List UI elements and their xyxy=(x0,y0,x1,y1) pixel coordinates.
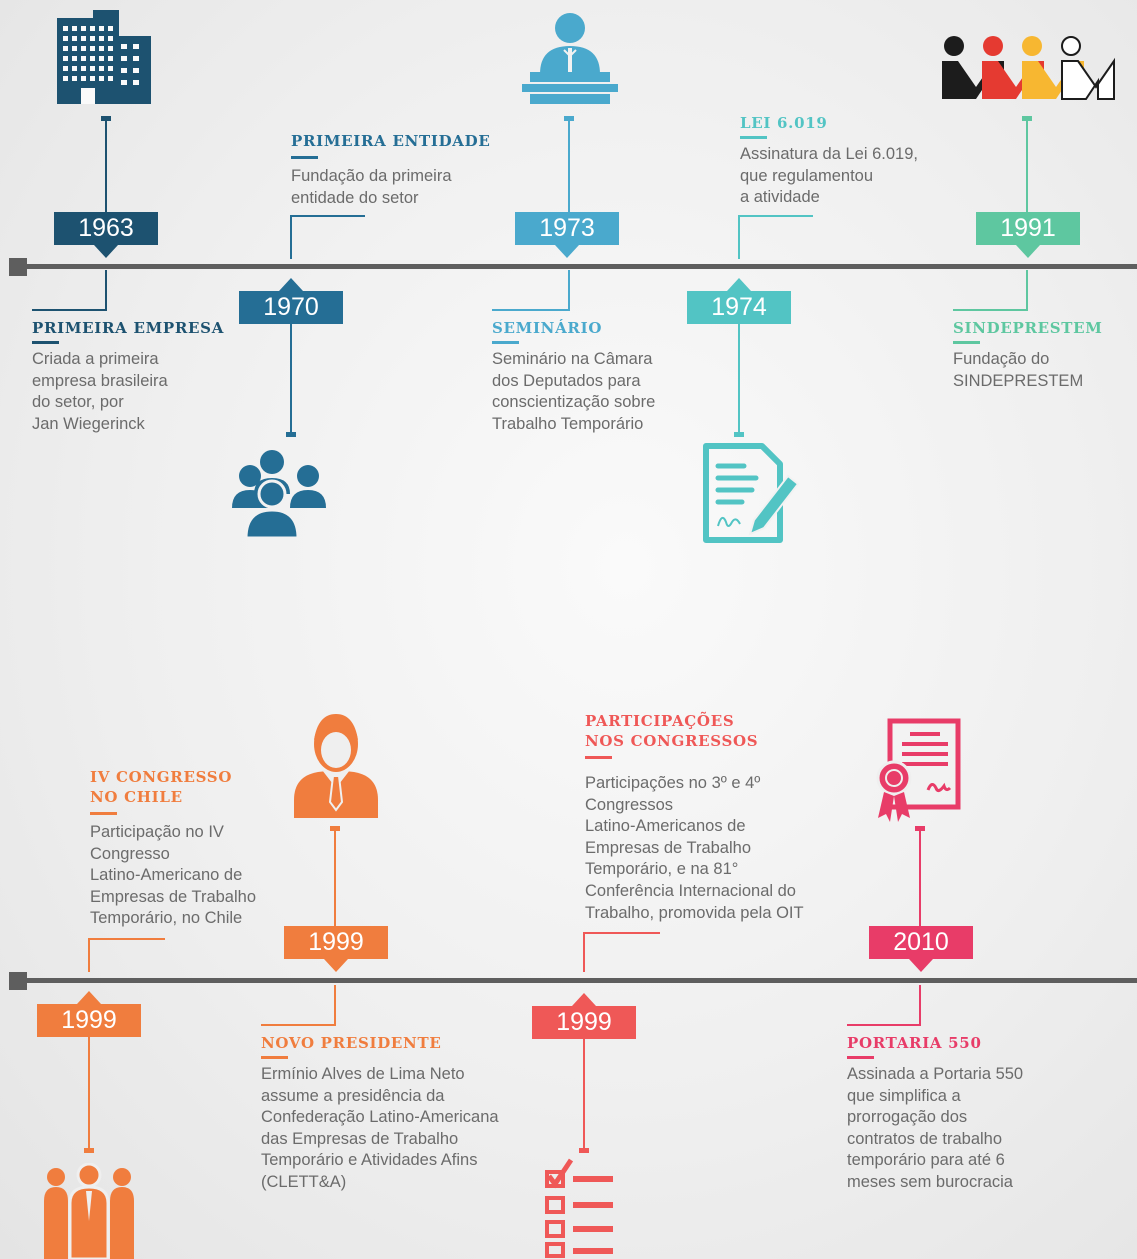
connector-line xyxy=(290,215,292,259)
bottom-timeline-axis xyxy=(14,978,1137,983)
event-description: Criada a primeira empresa brasileira do … xyxy=(32,350,168,433)
connector-line xyxy=(738,324,740,435)
connector-line xyxy=(105,118,107,214)
event-description: Assinatura da Lei 6.019, que regulamento… xyxy=(740,145,918,207)
event-title: LEI 6.019 xyxy=(740,114,828,132)
businessman-icon xyxy=(294,714,378,818)
title-underline xyxy=(32,341,59,344)
connector-cap xyxy=(734,432,744,437)
title-underline xyxy=(953,341,980,344)
connector-line xyxy=(738,215,740,259)
connector-line xyxy=(32,309,107,311)
event-description: Participações no 3º e 4º Congressos Lati… xyxy=(585,774,804,922)
connector-line xyxy=(568,118,570,214)
event-title: SEMINÁRIO xyxy=(492,319,603,337)
event-title: PORTARIA 550 xyxy=(847,1034,982,1052)
event-title: NOVO PRESIDENTE xyxy=(261,1034,442,1052)
year-badge-1974: 1974 xyxy=(687,278,791,324)
connector-line xyxy=(88,938,90,972)
signed-document-icon xyxy=(703,443,800,543)
event-title: SINDEPRESTEM xyxy=(953,319,1103,337)
event-title: NO CHILE xyxy=(90,788,183,806)
event-description: Ermínio Alves de Lima Neto assume a pres… xyxy=(261,1065,499,1191)
year-badge-1973: 1973 xyxy=(515,212,619,258)
title-underline xyxy=(740,136,767,139)
event-description: Participação no IV Congresso Latino-Amer… xyxy=(90,823,257,928)
connector-line xyxy=(88,938,165,940)
event-title: NOS CONGRESSOS xyxy=(585,732,759,750)
connector-line xyxy=(919,985,921,1025)
connector-line xyxy=(334,828,336,928)
connector-cap xyxy=(579,1148,589,1153)
connector-line xyxy=(568,270,570,310)
connector-line xyxy=(88,1037,90,1151)
event-title: IV CONGRESSO xyxy=(90,768,233,786)
year-badge-1963: 1963 xyxy=(54,212,158,258)
connector-line xyxy=(953,309,1028,311)
year-badge-1999: 1999 xyxy=(284,926,388,972)
connector-line xyxy=(1026,270,1028,310)
connector-line xyxy=(583,932,585,972)
checklist-icon xyxy=(545,1158,613,1258)
sindeprestem-logo-icon xyxy=(942,36,1115,100)
connector-line xyxy=(290,324,292,435)
connector-cap xyxy=(84,1148,94,1153)
certificate-icon xyxy=(876,718,961,822)
connector-line xyxy=(919,828,921,928)
year-badge-1999: 1999 xyxy=(37,991,141,1037)
year-badge-2010: 2010 xyxy=(869,926,973,972)
connector-cap xyxy=(286,432,296,437)
connector-line xyxy=(290,215,365,217)
bottom-timeline-start-marker xyxy=(9,972,27,990)
year-badge-1970: 1970 xyxy=(239,278,343,324)
connector-line xyxy=(334,985,336,1025)
event-description: Fundação da primeira entidade do setor xyxy=(291,167,452,207)
connector-line xyxy=(492,309,570,311)
event-title: PARTICIPAÇÕES xyxy=(585,712,735,730)
group-of-people-icon xyxy=(232,450,326,540)
connector-line xyxy=(1026,118,1028,214)
year-badge-1991: 1991 xyxy=(976,212,1080,258)
connector-line xyxy=(738,215,813,217)
team-people-icon xyxy=(44,1163,134,1259)
title-underline xyxy=(261,1056,288,1059)
event-title: PRIMEIRA EMPRESA xyxy=(32,319,225,337)
connector-line xyxy=(847,1024,921,1026)
title-underline xyxy=(847,1056,874,1059)
connector-line xyxy=(261,1024,336,1026)
event-description: Seminário na Câmara dos Deputados para c… xyxy=(492,350,656,433)
title-underline xyxy=(291,156,318,159)
title-underline xyxy=(492,341,519,344)
year-badge-1999: 1999 xyxy=(532,993,636,1039)
event-title: PRIMEIRA ENTIDADE xyxy=(291,132,491,150)
speaker-podium-icon xyxy=(522,13,618,104)
top-timeline-start-marker xyxy=(9,258,27,276)
connector-line xyxy=(583,932,660,934)
connector-line xyxy=(105,270,107,310)
event-description: Assinada a Portaria 550 que simplifica a… xyxy=(847,1065,1024,1191)
event-description: Fundação do SINDEPRESTEM xyxy=(953,350,1084,390)
title-underline xyxy=(90,812,117,815)
title-underline xyxy=(585,756,612,759)
office-building-icon xyxy=(57,10,151,104)
connector-line xyxy=(583,1039,585,1151)
top-timeline-axis xyxy=(14,264,1137,269)
